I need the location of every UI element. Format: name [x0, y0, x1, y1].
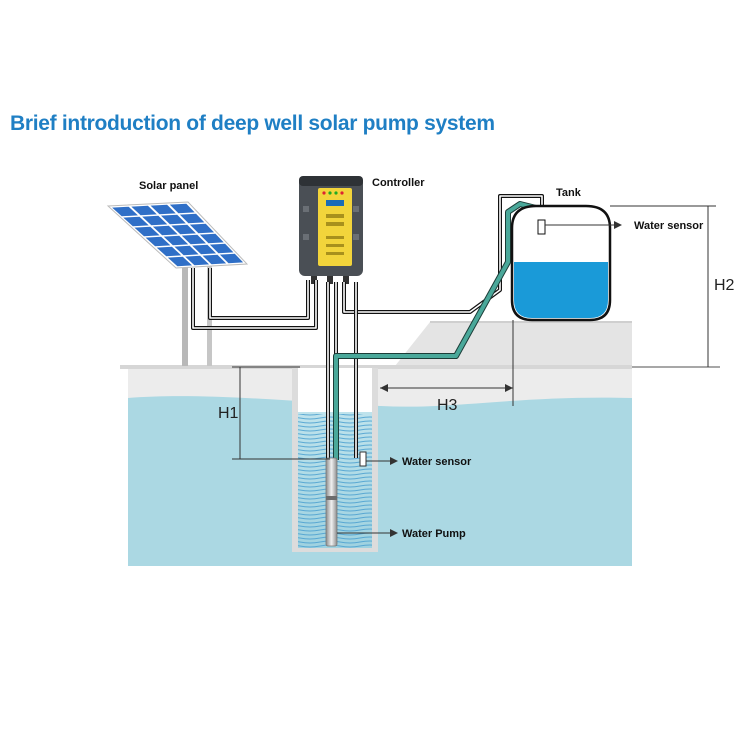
solar-cell	[167, 256, 193, 267]
h1-label: H1	[218, 405, 239, 422]
well-water-sensor-label: Water sensor	[402, 456, 472, 468]
solar-cables	[191, 268, 318, 330]
solar-cell	[145, 236, 171, 247]
solar-cell	[199, 233, 224, 244]
solar-cell	[123, 216, 149, 227]
solar-cell	[179, 213, 205, 224]
solar-cell	[171, 224, 196, 235]
water-pump-label: Water Pump	[402, 528, 466, 540]
solar-cell	[185, 255, 210, 266]
groundwater	[128, 396, 632, 566]
solar-cell	[169, 203, 195, 214]
solar-cell	[156, 246, 182, 257]
solar-panel-label: Solar panel	[139, 180, 198, 192]
solar-cell	[131, 205, 157, 216]
solar-cell	[219, 253, 244, 264]
tank-water-sensor-label: Water sensor	[634, 220, 704, 232]
dimension-lines	[232, 205, 716, 534]
solar-cell	[160, 214, 186, 225]
solar-cell	[181, 234, 206, 245]
water-pump	[325, 457, 338, 547]
h3-label: H3	[437, 397, 458, 414]
tank-water	[514, 262, 608, 318]
controller	[299, 176, 363, 284]
solar-cell	[192, 244, 217, 255]
solar-panel	[106, 201, 249, 366]
solar-cell	[163, 235, 189, 246]
tank-water-sensor	[537, 219, 546, 235]
solar-cell	[150, 204, 176, 215]
water-pipe	[333, 201, 537, 460]
solar-cell	[174, 245, 199, 256]
well-water-sensor	[359, 451, 367, 467]
controller-label: Controller	[372, 177, 425, 189]
solar-cell	[112, 206, 138, 217]
solar-cell	[209, 243, 234, 254]
solar-cell	[202, 254, 227, 265]
pointer-arrows	[380, 221, 622, 537]
well-cables	[326, 282, 358, 470]
solar-cell	[142, 215, 168, 226]
solar-cell	[134, 226, 160, 237]
water-tank	[510, 204, 612, 322]
solar-cell	[189, 223, 215, 234]
h2-label: H2	[714, 277, 735, 294]
tank-label: Tank	[556, 187, 582, 199]
solar-cell	[152, 225, 178, 236]
tank-sensor-cable	[342, 194, 544, 314]
diagram-title: Brief introduction of deep well solar pu…	[10, 112, 495, 135]
